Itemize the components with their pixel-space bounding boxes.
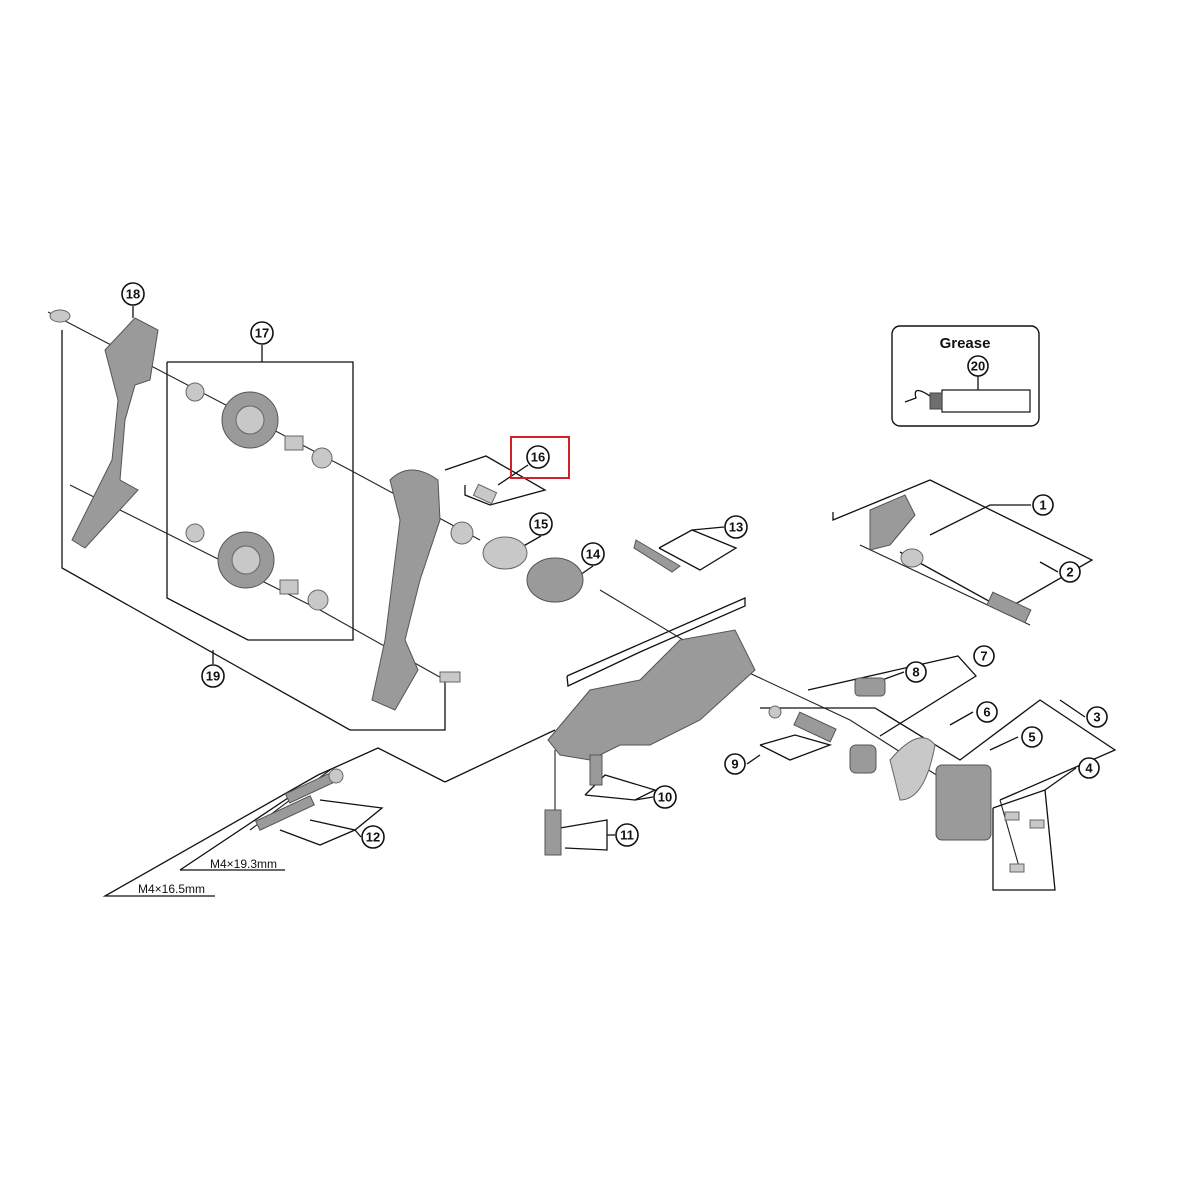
svg-text:19: 19	[206, 669, 220, 684]
svg-text:18: 18	[126, 287, 140, 302]
part-19-inner-plate	[371, 469, 461, 711]
callout-13[interactable]: 13	[724, 515, 748, 539]
svg-text:3: 3	[1093, 710, 1100, 725]
callout-11[interactable]: 11	[615, 823, 639, 847]
callout-14[interactable]: 14	[581, 542, 605, 566]
callout-10[interactable]: 10	[653, 785, 677, 809]
callout-17[interactable]: 17	[250, 321, 274, 345]
part-5-cover	[935, 764, 992, 841]
part-17-pulleys	[185, 382, 333, 611]
callout-9[interactable]: 9	[724, 753, 746, 775]
callout-19[interactable]: 19	[201, 664, 225, 688]
part-15-bushing	[450, 521, 528, 570]
highlight-box	[510, 436, 570, 479]
part-1-bracket	[869, 494, 1032, 624]
callout-18[interactable]: 18	[121, 282, 145, 306]
callout-5[interactable]: 5	[1021, 726, 1043, 748]
svg-text:5: 5	[1028, 730, 1035, 745]
svg-text:12: 12	[366, 830, 380, 845]
svg-text:8: 8	[912, 665, 919, 680]
part-8-adjuster	[854, 677, 886, 697]
svg-text:16: 16	[531, 450, 545, 465]
part-main-body	[547, 629, 756, 761]
svg-text:13: 13	[729, 520, 743, 535]
part-11-bolt	[544, 809, 562, 856]
svg-text:10: 10	[658, 790, 672, 805]
part-16-stopper-pin	[472, 483, 498, 505]
dimension-label-short: M4×16.5mm	[138, 882, 205, 896]
svg-text:2: 2	[1066, 565, 1073, 580]
callout-20[interactable]: 20	[967, 355, 989, 377]
part-18-outer-plate	[49, 309, 159, 549]
callout-2[interactable]: 2	[1059, 561, 1081, 583]
svg-text:11: 11	[620, 828, 634, 843]
callout-8[interactable]: 8	[905, 661, 927, 683]
part-14-spring	[526, 557, 584, 603]
svg-text:6: 6	[983, 705, 990, 720]
svg-text:4: 4	[1085, 761, 1093, 776]
part-10-bolt	[589, 754, 603, 786]
callout-3[interactable]: 3	[1086, 706, 1108, 728]
svg-text:15: 15	[534, 517, 548, 532]
parts	[49, 309, 1045, 873]
callout-7[interactable]: 7	[973, 645, 995, 667]
callout-4[interactable]: 4	[1078, 757, 1100, 779]
svg-text:17: 17	[255, 326, 269, 341]
dimension-label-long: M4×19.3mm	[210, 857, 277, 871]
callout-16[interactable]: 16	[526, 445, 550, 469]
callout-6[interactable]: 6	[976, 701, 998, 723]
part-13-cable-guide	[633, 539, 681, 573]
part-12-bolts	[255, 768, 344, 831]
part-4-screws	[1004, 811, 1045, 873]
grease-box: Grease	[891, 325, 1040, 427]
svg-text:1: 1	[1039, 498, 1046, 513]
callout-15[interactable]: 15	[529, 512, 553, 536]
svg-text:7: 7	[980, 649, 987, 664]
part-6-gasket	[849, 737, 936, 801]
grease-title: Grease	[940, 335, 991, 352]
part-9-axle	[768, 705, 837, 743]
svg-text:9: 9	[731, 757, 738, 772]
svg-text:20: 20	[971, 359, 985, 374]
callout-12[interactable]: 12	[361, 825, 385, 849]
callout-1[interactable]: 1	[1032, 494, 1054, 516]
grease-tube-icon	[941, 389, 1031, 413]
svg-text:14: 14	[586, 547, 601, 562]
